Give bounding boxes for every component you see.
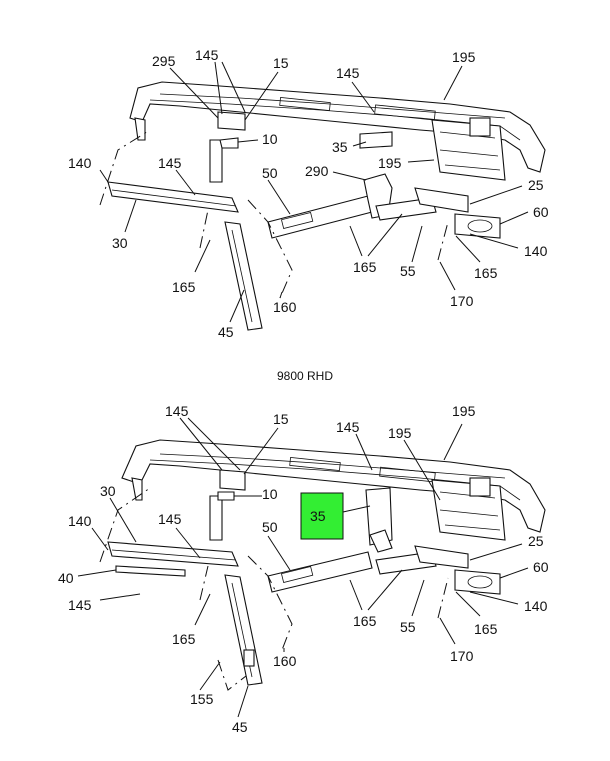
label-165: 165 bbox=[353, 259, 377, 275]
label-195: 195 bbox=[388, 425, 412, 441]
label-145: 145 bbox=[336, 419, 360, 435]
label-145: 145 bbox=[195, 47, 219, 63]
label-165: 165 bbox=[474, 621, 498, 637]
label-145: 145 bbox=[336, 65, 360, 81]
label-165: 165 bbox=[474, 265, 498, 281]
label-140: 140 bbox=[524, 243, 548, 259]
label-170: 170 bbox=[450, 293, 474, 309]
label-45: 45 bbox=[218, 324, 234, 340]
label-165: 165 bbox=[353, 613, 377, 629]
label-30: 30 bbox=[100, 483, 116, 499]
label-160: 160 bbox=[273, 299, 297, 315]
label-170: 170 bbox=[450, 648, 474, 664]
label-195: 195 bbox=[452, 403, 476, 419]
label-40: 40 bbox=[58, 570, 74, 586]
label-145: 145 bbox=[158, 155, 182, 171]
label-15: 15 bbox=[273, 55, 289, 71]
label-290: 290 bbox=[305, 163, 329, 179]
label-45: 45 bbox=[232, 719, 248, 735]
label-195: 195 bbox=[378, 155, 402, 171]
diagram-bottom: 145 15 145 195 195 10 30 35 140 145 50 2… bbox=[58, 403, 549, 735]
label-55: 55 bbox=[400, 619, 416, 635]
label-140: 140 bbox=[68, 513, 92, 529]
label-165: 165 bbox=[172, 279, 196, 295]
label-50: 50 bbox=[262, 165, 278, 181]
label-145: 145 bbox=[68, 597, 92, 613]
label-60: 60 bbox=[533, 204, 549, 220]
label-10: 10 bbox=[262, 131, 278, 147]
label-295: 295 bbox=[152, 53, 176, 69]
diagram-caption: 9800 RHD bbox=[277, 369, 333, 383]
label-155: 155 bbox=[190, 691, 214, 707]
label-160: 160 bbox=[273, 653, 297, 669]
label-50: 50 bbox=[262, 519, 278, 535]
label-165: 165 bbox=[172, 631, 196, 647]
label-25: 25 bbox=[528, 177, 544, 193]
label-195: 195 bbox=[452, 49, 476, 65]
label-55: 55 bbox=[400, 263, 416, 279]
label-35: 35 bbox=[332, 139, 348, 155]
highlighted-part-box[interactable] bbox=[300, 492, 344, 540]
label-10: 10 bbox=[262, 486, 278, 502]
label-145: 145 bbox=[165, 403, 189, 419]
label-140: 140 bbox=[68, 155, 92, 171]
label-140: 140 bbox=[524, 598, 548, 614]
label-30: 30 bbox=[112, 235, 128, 251]
diagram-top: 295 145 15 145 195 10 140 145 35 290 195… bbox=[68, 47, 549, 340]
label-145: 145 bbox=[158, 511, 182, 527]
label-60: 60 bbox=[533, 559, 549, 575]
label-15: 15 bbox=[273, 411, 289, 427]
label-35: 35 bbox=[310, 508, 326, 524]
label-25: 25 bbox=[528, 533, 544, 549]
